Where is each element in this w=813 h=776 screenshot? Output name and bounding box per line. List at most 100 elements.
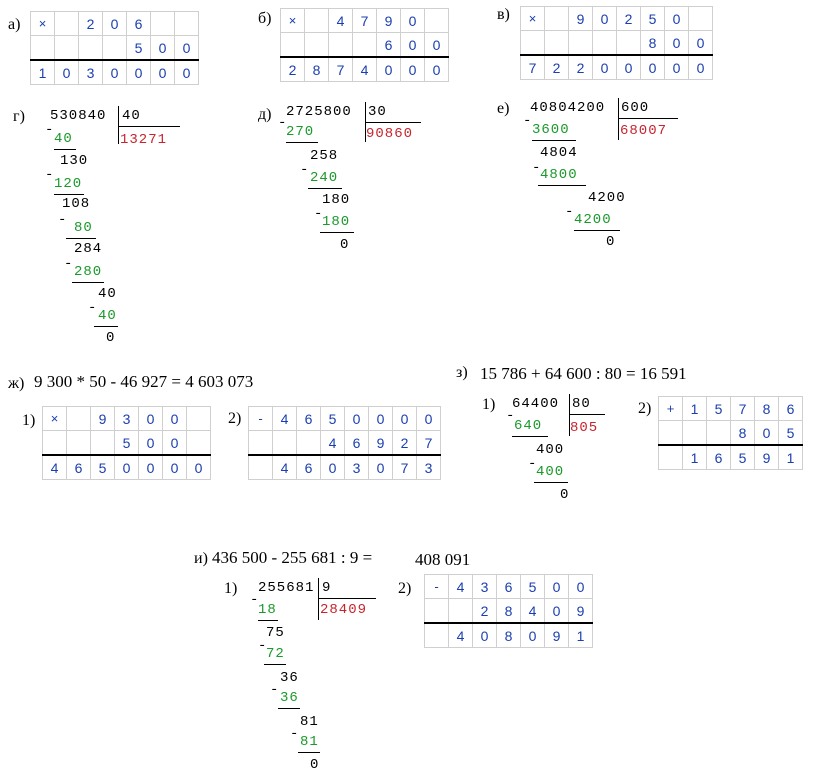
grid-cell: 7 xyxy=(416,430,441,456)
grid-cell: 9 xyxy=(568,598,593,624)
grid-cell: 0 xyxy=(368,406,393,431)
grid-cell: 0 xyxy=(54,59,79,85)
grid-cell: 5 xyxy=(730,444,755,470)
divider-line xyxy=(258,620,278,621)
grid-cell xyxy=(352,32,377,58)
divider-line xyxy=(54,194,84,195)
minus-sign: - xyxy=(45,122,54,138)
grid-cell: 0 xyxy=(150,59,175,85)
grid-cell xyxy=(186,406,211,431)
grid-cell: 5 xyxy=(640,6,665,31)
minus-sign: - xyxy=(58,212,67,228)
digit-row: 4200 xyxy=(588,190,626,206)
grid-cell: 9 xyxy=(368,430,393,456)
grid-cell xyxy=(304,32,329,58)
grid-cell: 4 xyxy=(520,598,545,624)
grid-cell xyxy=(448,598,473,624)
grid-cell: 0 xyxy=(520,622,545,648)
divider-line xyxy=(118,126,180,127)
digit-row: 28409 xyxy=(320,602,368,618)
label-zh: ж) xyxy=(8,375,25,392)
digit-row: 284 xyxy=(74,241,103,257)
digit-row: 40 xyxy=(122,108,141,124)
minus-sign: - xyxy=(290,726,299,742)
digit-row: 0 xyxy=(606,234,616,250)
grid-cell: 0 xyxy=(368,454,393,480)
grid-cell: 1 xyxy=(682,444,707,470)
divider-line xyxy=(532,140,576,141)
grid-cell: 9 xyxy=(90,406,115,431)
grid-cell: 6 xyxy=(376,32,401,58)
digit-row: 80 xyxy=(572,396,591,412)
grid-cell: 0 xyxy=(640,54,665,80)
grid-cell: 2 xyxy=(616,6,641,31)
grid-cell xyxy=(682,420,707,446)
digit-row: 130 xyxy=(60,153,89,169)
grid-cell: 0 xyxy=(400,32,425,58)
minus-sign: - xyxy=(300,162,309,178)
divider-line xyxy=(538,185,586,186)
divider-line xyxy=(534,482,568,483)
digit-row: 530840 xyxy=(50,108,107,124)
grid-cell: 0 xyxy=(102,11,127,36)
grid-cell: 4 xyxy=(328,8,353,33)
digit-row: 400 xyxy=(536,442,565,458)
grid-cell: 4 xyxy=(320,430,345,456)
grid-cell: 0 xyxy=(664,6,689,31)
grid-cell: 0 xyxy=(126,59,151,85)
minus-sign: - xyxy=(270,682,279,698)
minus-sign: - xyxy=(258,638,267,654)
minus-sign: - xyxy=(532,160,541,176)
grid-cell: 4 xyxy=(272,454,297,480)
grid-cell: 8 xyxy=(496,598,521,624)
label-v: в) xyxy=(497,6,510,23)
grid-cell: 2 xyxy=(472,598,497,624)
divider-line xyxy=(569,414,605,415)
grid-cell: 0 xyxy=(400,56,425,82)
grid-cell: 0 xyxy=(376,56,401,82)
grid-cell: 2 xyxy=(280,56,305,82)
grid-cell: - xyxy=(248,406,273,431)
grid-cell: 6 xyxy=(296,454,321,480)
grid-cell: 0 xyxy=(592,54,617,80)
grid-cell xyxy=(544,6,569,31)
grid-cell: 6 xyxy=(296,406,321,431)
digit-row: 120 xyxy=(54,176,83,192)
digit-row: 81 xyxy=(300,714,319,730)
grid-cell: 0 xyxy=(138,430,163,456)
grid-cell xyxy=(658,444,683,470)
digit-row: 90860 xyxy=(366,126,414,142)
digit-row: 18 xyxy=(258,602,277,618)
digit-row: 4800 xyxy=(540,167,578,183)
grid-cell: 0 xyxy=(138,406,163,431)
grid-cell: 0 xyxy=(174,35,199,61)
minus-sign: - xyxy=(565,204,574,220)
divider-line xyxy=(365,122,421,123)
digit-row: 9 xyxy=(322,580,332,596)
divider-line xyxy=(118,106,119,144)
grid-cell: 5 xyxy=(706,396,731,421)
minus-sign: - xyxy=(278,115,287,131)
grid-cell: 0 xyxy=(102,59,127,85)
grid-cell: 2 xyxy=(568,54,593,80)
divider-line xyxy=(54,149,76,150)
grid-cell: 8 xyxy=(730,420,755,446)
grid-cell: 0 xyxy=(138,454,163,480)
grid-cell: 0 xyxy=(162,430,187,456)
digit-row: 36 xyxy=(280,690,299,706)
grid-cell: 1 xyxy=(682,396,707,421)
digit-row: 68007 xyxy=(620,123,668,139)
grid-cell: 9 xyxy=(376,8,401,33)
grid-cell: 4 xyxy=(42,454,67,480)
grid-cell xyxy=(102,35,127,61)
grid-cell: 6 xyxy=(126,11,151,36)
grid-cell xyxy=(78,35,103,61)
label-b: б) xyxy=(258,10,272,27)
minus-sign: - xyxy=(528,456,537,472)
divider-line xyxy=(308,188,342,189)
grid-cell xyxy=(520,30,545,56)
